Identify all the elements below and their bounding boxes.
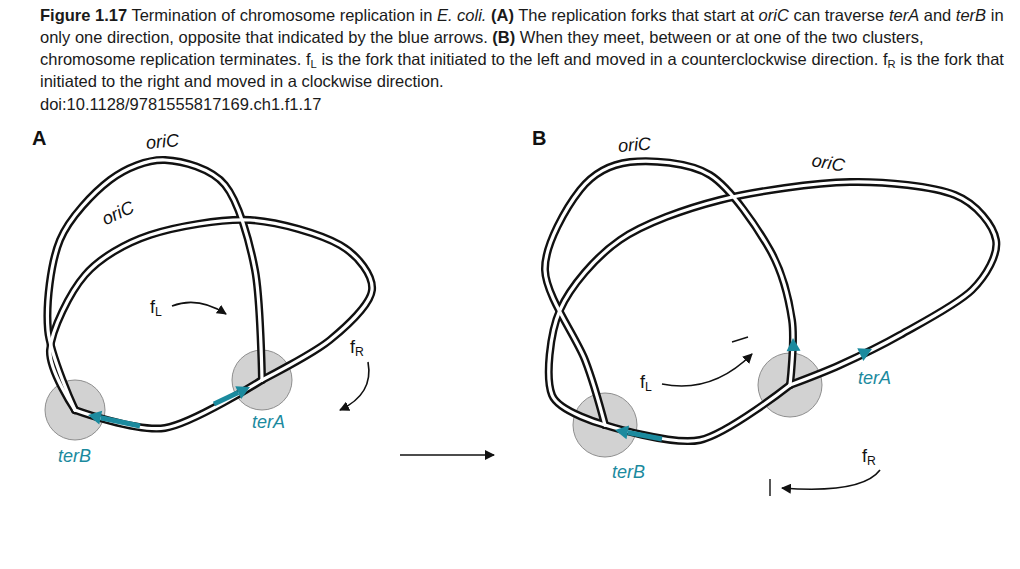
ter-arrow-head [857, 348, 872, 361]
fork-label: fR [350, 337, 364, 357]
ter-arrows [88, 338, 872, 439]
chromosome-strands [47, 160, 996, 441]
ter-arrow-shaft [214, 393, 238, 404]
panel-label: B [532, 128, 546, 148]
ter-label: terB [58, 446, 91, 466]
direction-arrow [662, 354, 752, 386]
ter-label: terB [612, 462, 645, 482]
dna-duplex-gap [545, 161, 793, 425]
origin-label: oriC [617, 134, 651, 156]
fork-arrows [172, 302, 880, 496]
origin-label: oriC [99, 197, 137, 229]
dna-duplex-gap [50, 220, 372, 410]
ter-label: terA [858, 368, 891, 388]
direction-arrow [172, 302, 226, 314]
dna-duplex [50, 220, 372, 410]
dna-duplex-gap [47, 160, 262, 410]
direction-arrow [340, 362, 369, 410]
dna-duplex [75, 380, 262, 429]
dna-duplex [605, 385, 790, 441]
ter-arrow-shaft [628, 432, 662, 439]
fork-stop-tick [769, 479, 770, 496]
dna-duplex [549, 182, 997, 425]
dna-duplex-gap [549, 182, 997, 425]
ter-label: terA [252, 412, 285, 432]
doi-text: doi:10.1128/9781555817169.ch1.f1.17 [40, 93, 321, 115]
ter-arrow-shaft [101, 418, 140, 426]
ter-arrow-head [235, 386, 250, 399]
dna-duplex-gap [605, 385, 790, 441]
dna-duplex [545, 161, 793, 425]
fork-stop-tick [732, 337, 748, 342]
dna-duplex-gap [75, 380, 262, 429]
ter-arrow-head [88, 411, 102, 425]
direction-arrow [782, 470, 880, 489]
panel-label: A [32, 128, 46, 148]
ter-arrow-head [615, 426, 629, 440]
origin-label: oriC [145, 130, 180, 153]
fork-label: fL [150, 297, 162, 317]
figure-caption: Figure 1.17 Termination of chromosome re… [40, 4, 1012, 92]
fork-label: fR [862, 446, 876, 466]
fork-label: fL [640, 372, 652, 392]
origin-label: oriC [810, 150, 846, 175]
ter-arrow-head [787, 338, 801, 351]
fork-circles [45, 350, 822, 457]
direction-arrow [400, 454, 494, 456]
